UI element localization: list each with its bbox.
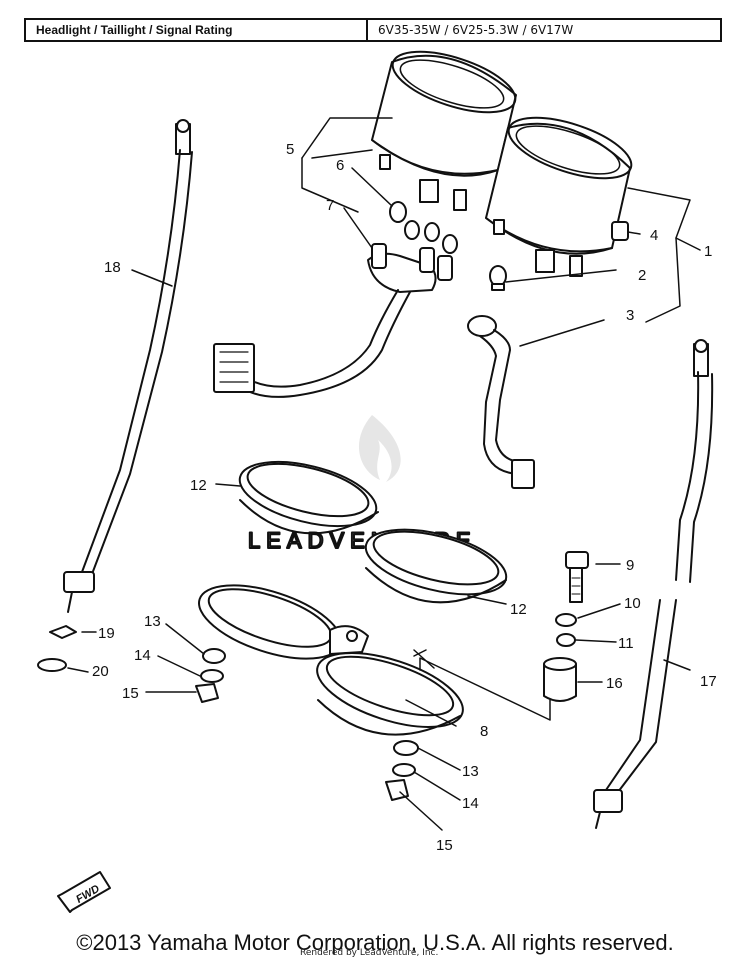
bolt-assembly bbox=[543, 551, 589, 702]
speedometer bbox=[371, 50, 517, 211]
speedometer-cable bbox=[63, 119, 193, 613]
clip-part bbox=[49, 625, 77, 639]
callout-9: 9 bbox=[626, 557, 634, 574]
callout-12a: 12 bbox=[190, 477, 207, 494]
rating-spec-table: Headlight / Taillight / Signal Rating 6V… bbox=[24, 18, 722, 42]
bracket-5 bbox=[301, 157, 359, 213]
callout-3: 3 bbox=[626, 307, 634, 324]
callout-1: 1 bbox=[704, 243, 712, 260]
leader-lines bbox=[67, 149, 691, 831]
o-ring-part bbox=[37, 658, 67, 672]
tachometer-cable bbox=[593, 339, 714, 829]
indicator-bulb bbox=[489, 265, 507, 291]
spec-label: Headlight / Taillight / Signal Rating bbox=[26, 20, 368, 40]
fwd-arrow-icon: FWD bbox=[57, 871, 111, 913]
meter-ring-left bbox=[238, 460, 379, 535]
callout-15b: 15 bbox=[436, 837, 453, 854]
copyright-notice: ©2013 Yamaha Motor Corporation, U.S.A. A… bbox=[76, 930, 674, 955]
callout-18: 18 bbox=[104, 259, 121, 276]
bracket-5b bbox=[301, 117, 393, 159]
callout-11: 11 bbox=[618, 635, 634, 652]
callout-17: 17 bbox=[700, 673, 717, 690]
callout-numbers: 1 2 3 4 5 6 7 8 9 10 11 12 12 13 13 14 1… bbox=[92, 141, 717, 854]
callout-14a: 14 bbox=[134, 647, 151, 664]
callout-13b: 13 bbox=[462, 763, 479, 780]
indicator-socket-lead bbox=[467, 315, 535, 489]
callout-8: 8 bbox=[480, 723, 488, 740]
callout-4: 4 bbox=[650, 227, 658, 244]
tachometer bbox=[485, 116, 633, 277]
callout-14b: 14 bbox=[462, 795, 479, 812]
meter-housing bbox=[198, 584, 464, 736]
callout-12b: 12 bbox=[510, 601, 527, 618]
wire-harness bbox=[213, 289, 411, 398]
mount-hardware-lower bbox=[385, 740, 419, 801]
callout-19: 19 bbox=[98, 625, 115, 642]
callout-13a: 13 bbox=[144, 613, 161, 630]
callout-16: 16 bbox=[606, 675, 623, 692]
meter-ring-right bbox=[364, 528, 508, 604]
callout-20: 20 bbox=[92, 663, 109, 680]
bulb-socket-assembly bbox=[367, 201, 458, 293]
mount-hardware-left bbox=[195, 648, 226, 703]
bracket-1b bbox=[645, 237, 681, 323]
callout-7: 7 bbox=[326, 197, 334, 214]
callout-15a: 15 bbox=[122, 685, 139, 702]
rendered-by-note: Rendered by LeadVenture, Inc. bbox=[300, 948, 439, 958]
callout-6: 6 bbox=[336, 157, 344, 174]
watermark-flame-icon bbox=[358, 415, 401, 482]
callout-10: 10 bbox=[624, 595, 641, 612]
callout-2: 2 bbox=[638, 267, 646, 284]
spec-value: 6V35-35W / 6V25-5.3W / 6V17W bbox=[378, 23, 574, 37]
bracket-1 bbox=[627, 187, 701, 251]
callout-5: 5 bbox=[286, 141, 294, 158]
